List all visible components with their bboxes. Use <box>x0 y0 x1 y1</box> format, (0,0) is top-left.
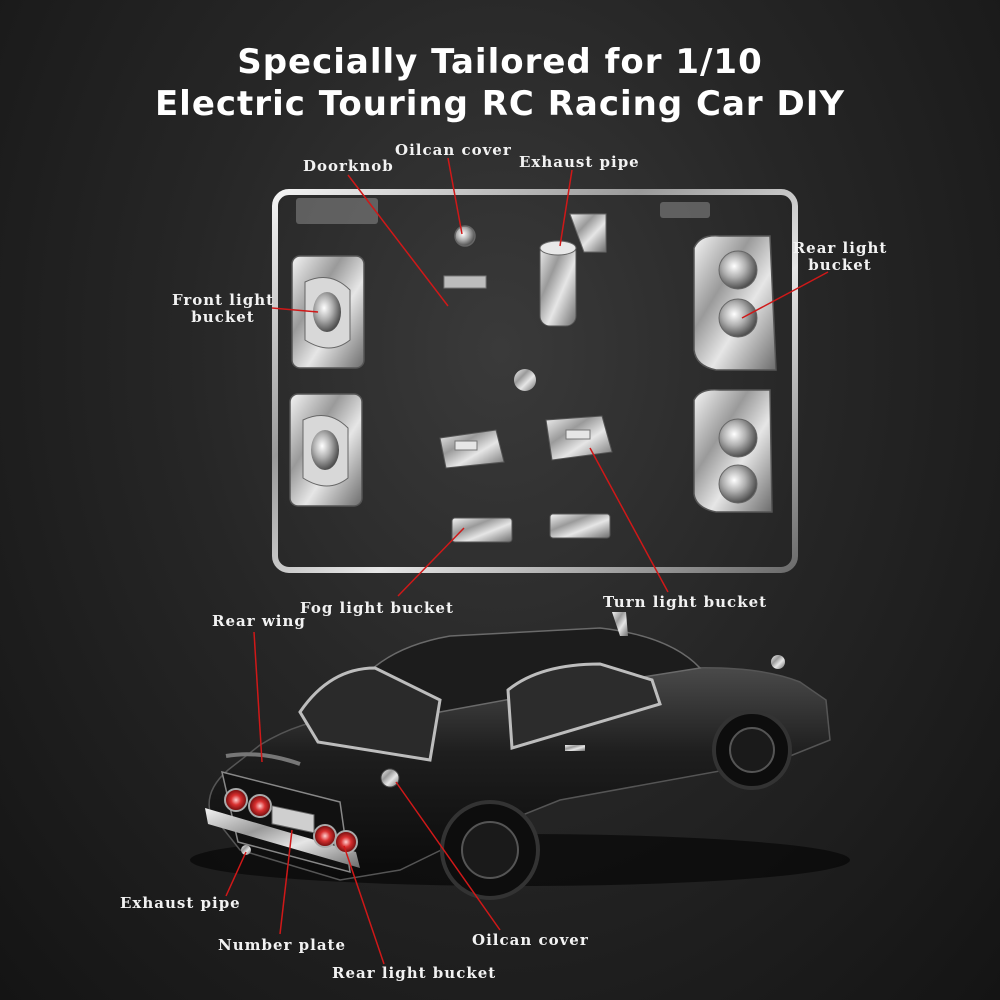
front-light-bucket-part <box>289 393 363 507</box>
label-exhaust-pipe-car: Exhaust pipe <box>120 894 241 912</box>
label-fog-light-bucket: Fog light bucket <box>300 599 454 617</box>
sprue-hub <box>514 369 536 391</box>
rear-light-bucket-part <box>693 388 773 513</box>
label-oilcan-cover-car: Oilcan cover <box>472 931 589 949</box>
label-front-light-bucket-line2: bucket <box>191 308 255 326</box>
title-line-1: Specially Tailored for 1/10 <box>237 42 763 82</box>
label-rear-wing: Rear wing <box>212 612 306 630</box>
rear-light-bucket-part <box>693 235 777 371</box>
doorknob-part <box>440 275 492 338</box>
label-exhaust-pipe-sprue: Exhaust pipe <box>519 153 640 171</box>
label-oilcan-cover-sprue: Oilcan cover <box>395 141 512 159</box>
title-line-2: Electric Touring RC Racing Car DIY <box>154 84 846 124</box>
oilcan-cover-part <box>454 225 476 247</box>
sprue-tag <box>296 198 378 224</box>
label-turn-light-bucket: Turn light bucket <box>603 593 768 611</box>
label-doorknob: Doorknob <box>303 157 394 175</box>
label-number-plate: Number plate <box>218 936 347 954</box>
sprue-tag <box>660 202 710 218</box>
label-rear-light-bucket-line1: Rear light <box>792 239 888 257</box>
label-front-light-bucket-line1: Front light <box>171 291 275 309</box>
rc-car-body <box>190 612 850 900</box>
front-light-bucket-part <box>291 255 365 369</box>
callout-lines <box>225 157 829 965</box>
sprue-frame <box>272 189 798 573</box>
label-rear-light-bucket-car: Rear light bucket <box>332 964 497 982</box>
label-rear-light-bucket-sprue: Rear light bucket <box>790 240 890 274</box>
label-front-light-bucket: Front light bucket <box>168 292 278 326</box>
exhaust-pipe-part <box>539 213 607 327</box>
label-rear-light-bucket-line2: bucket <box>808 256 872 274</box>
turn-light-bucket-part <box>545 415 613 539</box>
fog-light-bucket-part <box>439 429 513 543</box>
